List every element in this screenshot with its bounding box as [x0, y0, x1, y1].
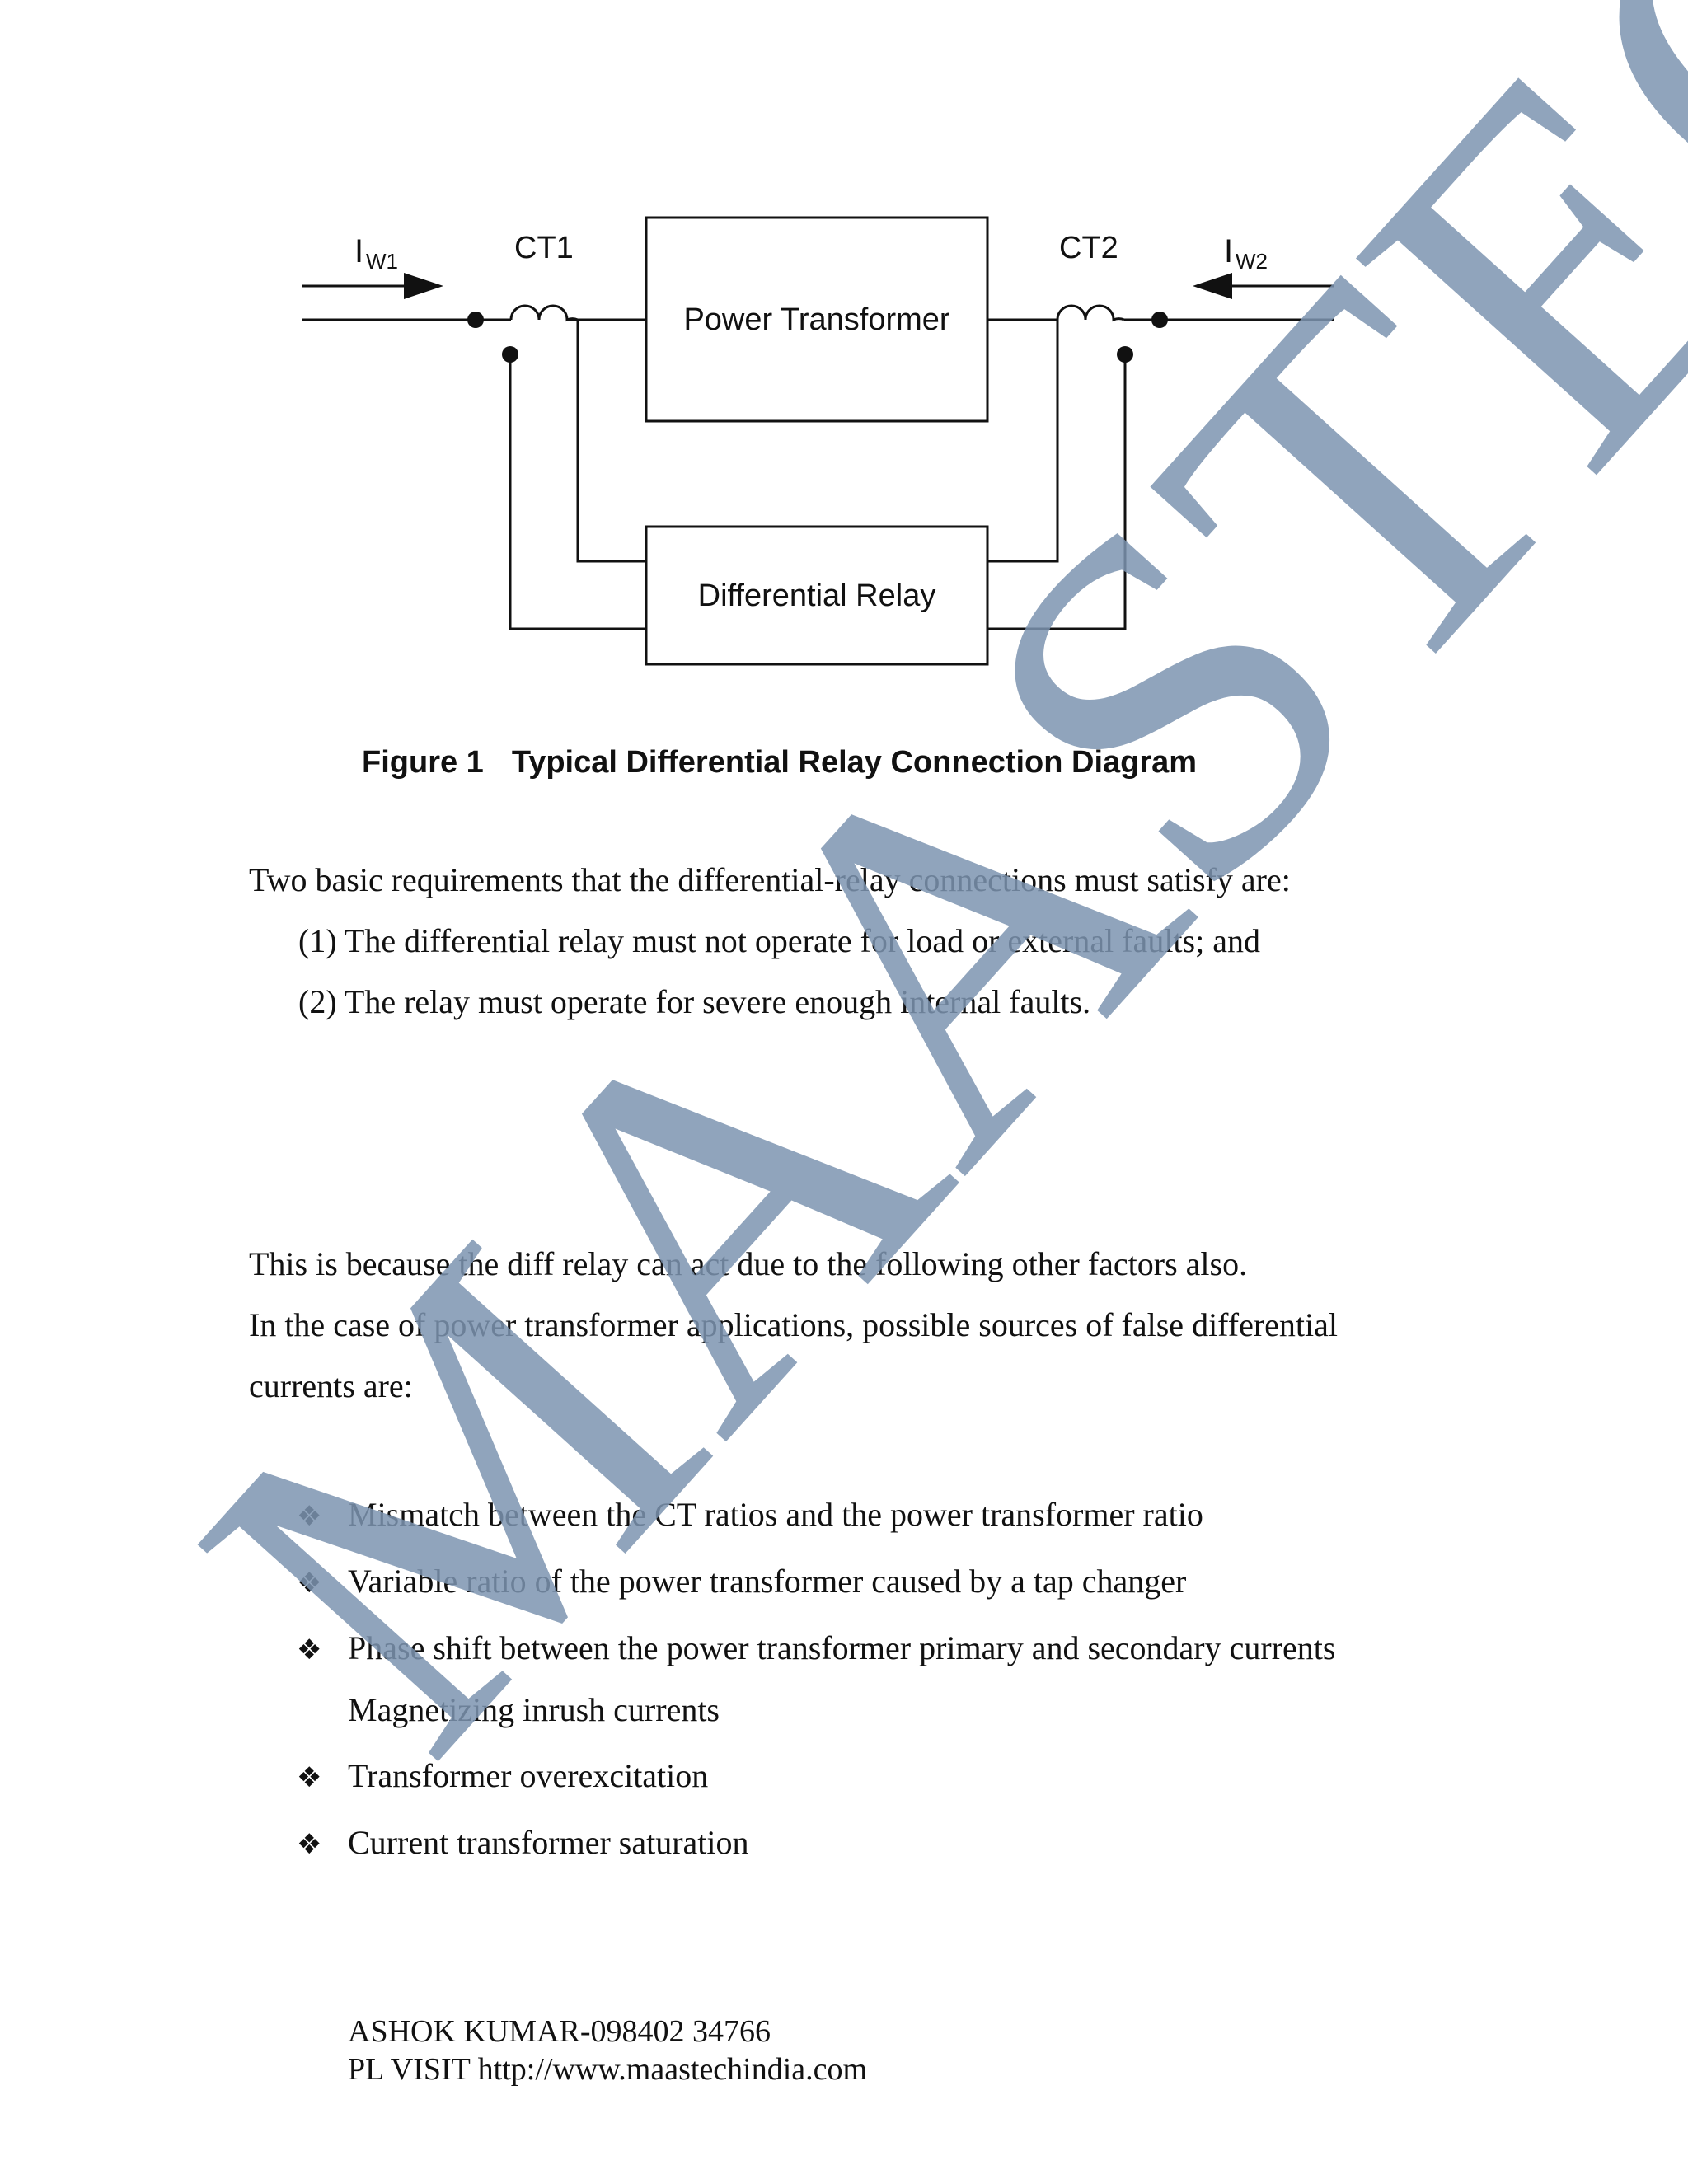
body-line-3: currents are: [249, 1367, 413, 1404]
differential-relay-label: Differential Relay [698, 579, 936, 613]
list-item-text: Phase shift between the power transforme… [348, 1629, 1336, 1666]
differential-relay-box [645, 525, 989, 666]
list-item: ❖ Phase shift between the power transform… [297, 1632, 1335, 1665]
footer-contact: ASHOK KUMAR-098402 34766 [348, 2014, 771, 2049]
bullet-marker-icon: ❖ [297, 1633, 322, 1666]
figure-title: Typical Differential Relay Connection Di… [511, 745, 1198, 780]
ct2-label: CT2 [1059, 231, 1118, 265]
list-item-text: Current transformer saturation [348, 1824, 749, 1861]
requirement-1: (1) The differential relay must not oper… [298, 922, 1260, 959]
bullet-marker-icon: ❖ [297, 1567, 322, 1600]
ct1-polarity-dot-secondary [502, 346, 518, 363]
list-item-continuation: Magnetizing inrush currents [348, 1691, 720, 1728]
bullet-marker-icon: ❖ [297, 1828, 322, 1861]
iw1-label-subscript: W1 [366, 249, 398, 274]
body-line-1: This is because the diff relay can act d… [249, 1245, 1248, 1282]
ct2-polarity-dot-primary [1151, 312, 1168, 328]
list-item-text: Mismatch between the CT ratios and the p… [348, 1496, 1203, 1533]
iw1-arrowhead [404, 273, 443, 299]
list-item-text: Transformer overexcitation [348, 1757, 709, 1794]
iw1-label-main: I [354, 233, 363, 269]
ct2-inner-wire [987, 320, 1059, 563]
ct1-coil [509, 304, 579, 322]
iw2-arrowhead [1193, 273, 1232, 299]
requirements-lead: Two basic requirements that the differen… [249, 861, 1291, 898]
differential-relay-connection-diagram: CT1 CT2 I W1 I W2 Power Transformer Diff… [302, 216, 1334, 666]
power-transformer-label: Power Transformer [683, 302, 950, 337]
footer-website: PL VISIT http://www.maastechindia.com [348, 2052, 868, 2087]
list-item: ❖ Mismatch between the CT ratios and the … [297, 1498, 1203, 1531]
requirement-2: (2) The relay must operate for severe en… [298, 983, 1091, 1020]
ct2-coil [1056, 304, 1125, 322]
ct1-label: CT1 [514, 231, 574, 265]
ct2-outer-wire [987, 354, 1127, 630]
bullet-marker-icon: ❖ [297, 1761, 322, 1794]
figure-caption: Figure 1 Typical Differential Relay Conne… [362, 745, 1197, 780]
iw2-label-subscript: W2 [1236, 249, 1268, 274]
ct1-inner-wire [576, 320, 646, 563]
body-line-2: In the case of power transformer applica… [249, 1306, 1339, 1343]
list-item: ❖ Variable ratio of the power transformer… [297, 1565, 1186, 1598]
ct2-polarity-dot-secondary [1117, 346, 1133, 363]
bullet-marker-icon: ❖ [297, 1500, 322, 1533]
list-item-text: Variable ratio of the power transformer … [348, 1563, 1187, 1600]
list-item: ❖ Current transformer saturation [297, 1826, 749, 1859]
list-item: ❖ Transformer overexcitation [297, 1760, 708, 1793]
iw2-label-main: I [1224, 233, 1233, 269]
ct1-polarity-dot-primary [467, 312, 484, 328]
ct1-outer-wire [509, 354, 646, 630]
figure-number: Figure 1 [362, 745, 484, 780]
